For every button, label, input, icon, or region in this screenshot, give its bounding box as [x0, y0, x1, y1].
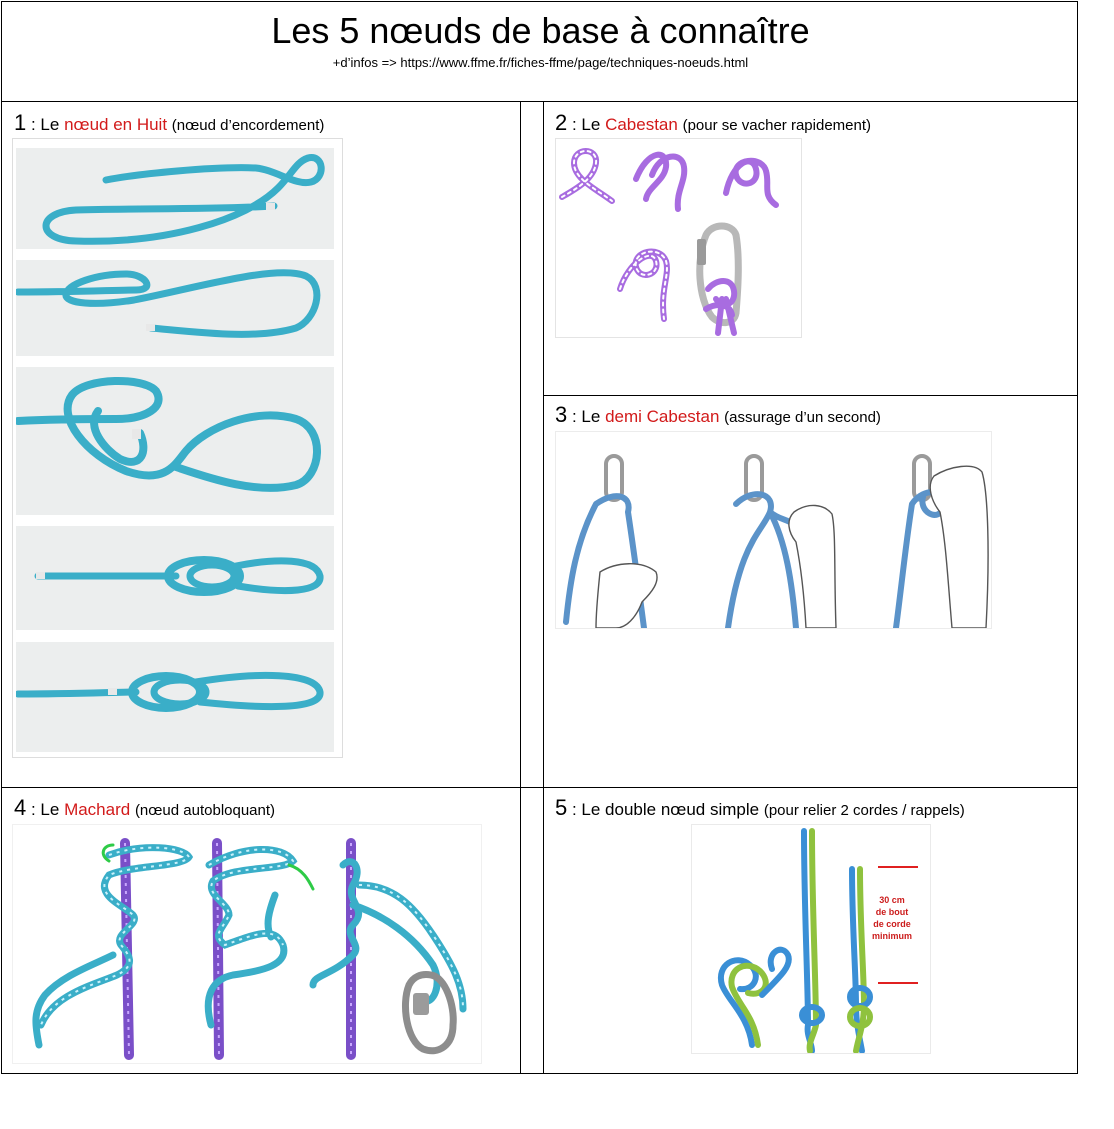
- knot-2-note: (pour se vacher rapidement): [682, 117, 872, 134]
- length-label-line-1: 30 cm: [879, 895, 905, 905]
- length-label-line-4: minimum: [872, 931, 912, 941]
- knot-3-name: demi Cabestan: [605, 407, 720, 426]
- knot-1-heading: 1 : Le nœud en Huit (nœud d’encordement): [14, 110, 324, 136]
- knot-2-number: 2: [555, 110, 568, 135]
- knot-5-number: 5: [555, 795, 568, 820]
- knot-5-name: Le double nœud simple: [581, 800, 760, 819]
- knot-5-note: (pour relier 2 cordes / rappels): [763, 802, 965, 819]
- figure-eight-step-2-image: [16, 260, 334, 356]
- munter-hitch-diagram: [555, 431, 992, 629]
- knot-5-heading: 5 : Le double nœud simple (pour relier 2…: [555, 795, 965, 821]
- figure-eight-step-4-image: [16, 526, 334, 630]
- figure-eight-step-5-image: [16, 642, 334, 752]
- knot-1-separator: : Le: [26, 115, 65, 134]
- clove-hitch-diagram: [555, 138, 802, 338]
- knot-4-number: 4: [14, 795, 27, 820]
- knot-1-note: (nœud d’encordement): [171, 117, 325, 134]
- knot-3-heading: 3 : Le demi Cabestan (assurage d’un seco…: [555, 402, 881, 428]
- length-label-line-3: de corde: [873, 919, 911, 929]
- knot-3-separator: : Le: [567, 407, 606, 426]
- figure-eight-step-3-image: [16, 367, 334, 515]
- knot-3-number: 3: [555, 402, 568, 427]
- length-label-line-2: de bout: [876, 907, 909, 917]
- column-divider-right: [543, 101, 544, 1073]
- knot-4-separator: : Le: [26, 800, 65, 819]
- knot-1-number: 1: [14, 110, 27, 135]
- machard-diagram: [12, 824, 482, 1064]
- column-divider-left: [520, 101, 521, 1073]
- knot-4-name: Machard: [64, 800, 131, 819]
- knot-5-separator: :: [567, 800, 582, 819]
- knot-2-name: Cabestan: [605, 115, 678, 134]
- double-overhand-diagram: 30 cm de bout de corde minimum: [691, 824, 931, 1054]
- page-title: Les 5 nœuds de base à connaître: [271, 10, 810, 51]
- header-divider: [2, 101, 1077, 102]
- poster-sheet: Les 5 nœuds de base à connaître +d’infos…: [1, 1, 1078, 1074]
- info-link-text: +d’infos => https://www.ffme.fr/fiches-f…: [332, 55, 749, 70]
- row-divider-bottom: [2, 787, 1077, 788]
- knot-2-heading: 2 : Le Cabestan (pour se vacher rapideme…: [555, 110, 871, 136]
- knot-3-note: (assurage d’un second): [724, 409, 881, 426]
- figure-eight-photo-frame: [12, 138, 343, 758]
- knot-1-name: nœud en Huit: [64, 115, 168, 134]
- knot-4-note: (nœud autobloquant): [134, 802, 276, 819]
- knot-2-separator: : Le: [567, 115, 606, 134]
- figure-eight-step-1-image: [16, 148, 334, 249]
- row-divider-right: [543, 395, 1077, 396]
- knot-4-heading: 4 : Le Machard (nœud autobloquant): [14, 795, 275, 821]
